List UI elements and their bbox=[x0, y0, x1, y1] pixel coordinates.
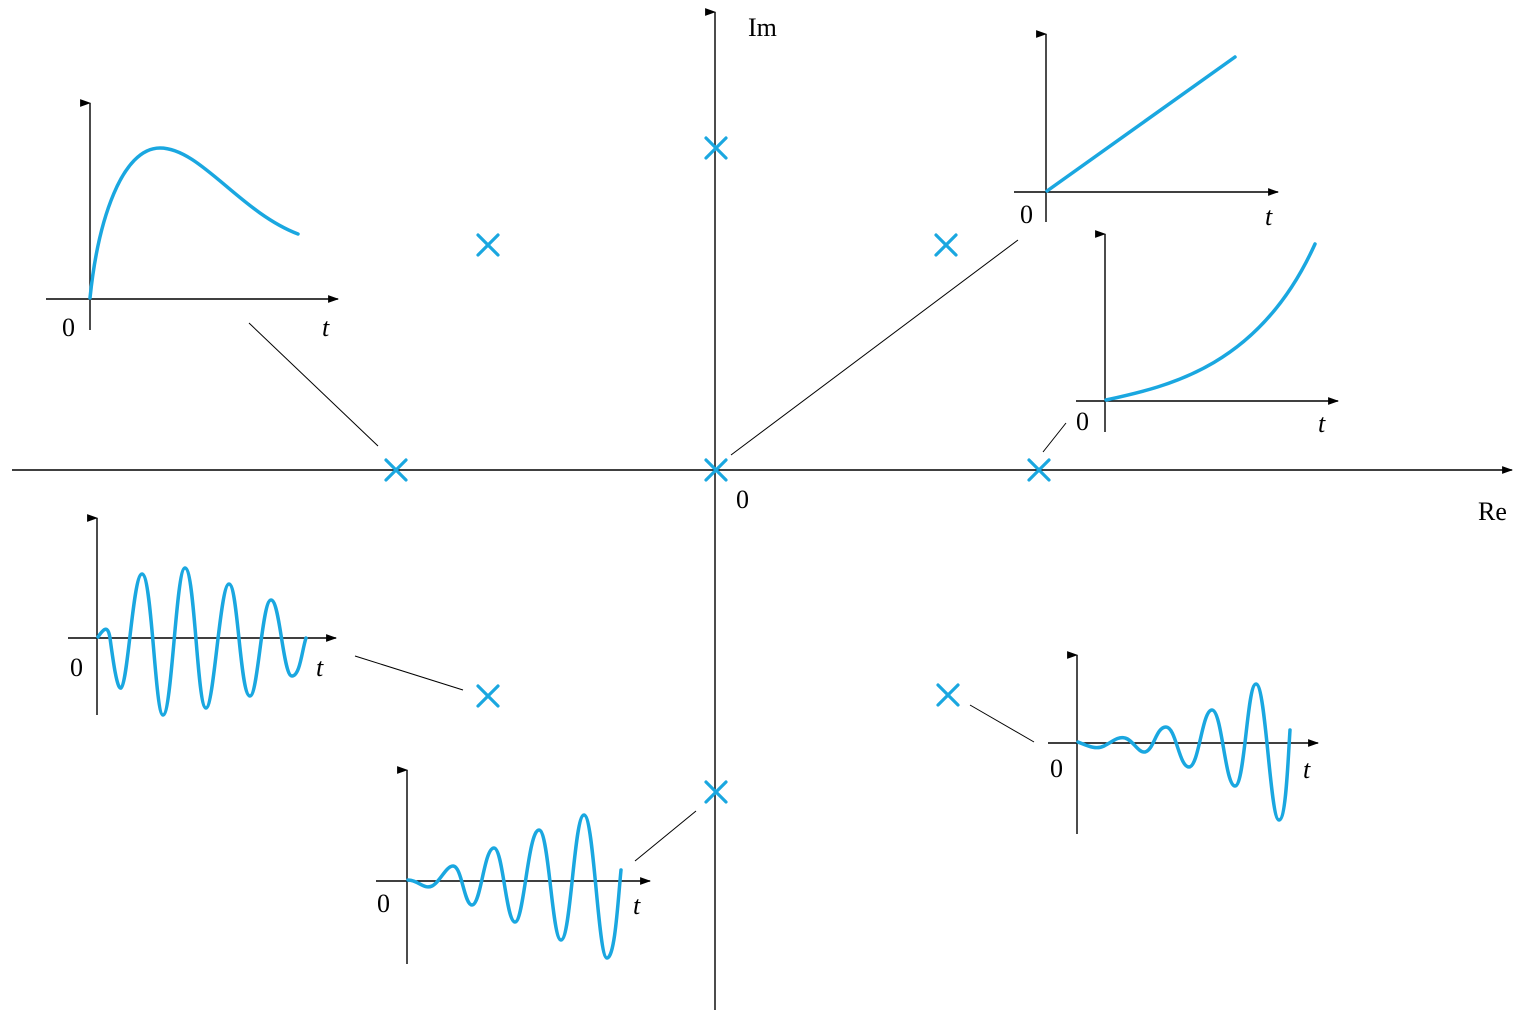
origin-label: 0 bbox=[736, 485, 749, 514]
inset-curve bbox=[1076, 682, 1292, 822]
inset-time-label: t bbox=[316, 653, 324, 682]
inset-origin-label: 0 bbox=[70, 653, 83, 682]
inset-time-label: t bbox=[322, 313, 330, 342]
inset-time-label: t bbox=[1318, 409, 1326, 438]
pole-complex-left-upper bbox=[476, 233, 500, 257]
pole-real-negative bbox=[384, 458, 408, 482]
pole-complex-left-lower bbox=[476, 684, 500, 708]
pole-real-positive bbox=[1027, 458, 1051, 482]
inset-time-label: t bbox=[1303, 755, 1311, 784]
leader-real-negative bbox=[248, 322, 379, 447]
leader-complex-right-lower bbox=[969, 704, 1035, 743]
complex-plane-axes: Re Im 0 bbox=[12, 8, 1514, 1010]
inset-origin-label: 0 bbox=[1020, 200, 1033, 229]
poles bbox=[384, 136, 1051, 804]
leader-complex-left-lower bbox=[354, 655, 464, 691]
inset-curve bbox=[88, 146, 300, 300]
leader-lines bbox=[248, 239, 1067, 862]
inset-curve bbox=[1045, 55, 1237, 193]
real-axis-label: Re bbox=[1478, 497, 1507, 526]
inset-curve bbox=[96, 566, 308, 717]
inset-growing-exponential-response: 0 t bbox=[1076, 230, 1340, 438]
inset-decaying-oscillation-response: 0 t bbox=[68, 514, 338, 717]
inset-origin-label: 0 bbox=[1076, 407, 1089, 436]
pole-origin bbox=[704, 458, 728, 482]
inset-curve bbox=[1104, 242, 1317, 402]
pole-complex-right-upper bbox=[934, 233, 958, 257]
pole-imag-upper bbox=[704, 136, 728, 160]
leader-real-positive bbox=[1042, 422, 1067, 453]
leader-origin bbox=[730, 239, 1019, 456]
inset-growing-oscillation-response: 0 t bbox=[1048, 651, 1320, 834]
inset-origin-label: 0 bbox=[62, 313, 75, 342]
pole-imag-lower bbox=[704, 780, 728, 804]
inset-time-label: t bbox=[1265, 202, 1273, 231]
inset-origin-label: 0 bbox=[1050, 754, 1063, 783]
inset-oscillation-response: 0 t bbox=[376, 766, 652, 964]
imaginary-axis-label: Im bbox=[748, 13, 777, 42]
leader-imag-lower bbox=[634, 810, 697, 862]
inset-ramp-response: 0 t bbox=[1014, 30, 1280, 231]
pole-complex-right-lower bbox=[936, 683, 960, 707]
inset-origin-label: 0 bbox=[377, 889, 390, 918]
inset-decaying-response: 0 t bbox=[46, 99, 340, 342]
inset-time-label: t bbox=[633, 891, 641, 920]
inset-curve bbox=[406, 813, 623, 960]
